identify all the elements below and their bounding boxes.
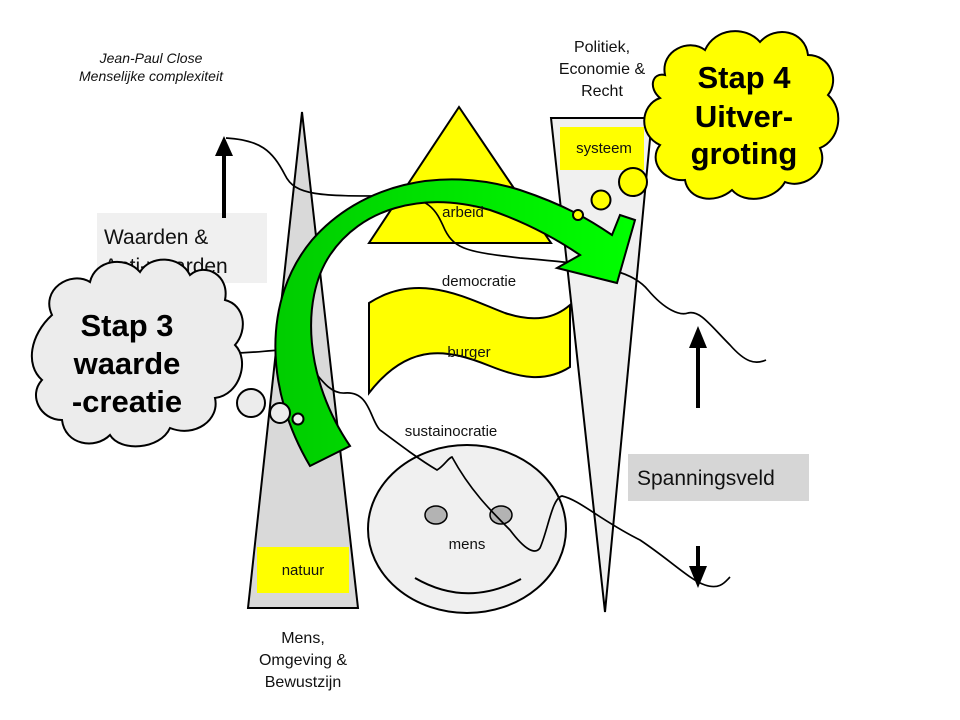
left-caption-line-3: Bewustzijn xyxy=(265,674,341,691)
right-caption-line-1: Politiek, xyxy=(574,39,630,56)
natuur-label: natuur xyxy=(282,562,325,579)
mens-label: mens xyxy=(449,536,486,553)
tension-arrow-down-icon xyxy=(689,566,707,588)
systeem-label: systeem xyxy=(576,140,632,157)
democratie-caption: democratie xyxy=(442,273,516,290)
left-caption-line-1: Mens, xyxy=(281,630,325,647)
values-arrow-up-icon xyxy=(215,136,233,156)
systeem-box xyxy=(560,127,644,170)
right-caption-line-3: Recht xyxy=(581,83,623,100)
lower-tension-curve xyxy=(232,349,731,588)
right-eye xyxy=(489,505,513,525)
tension-box xyxy=(628,454,809,501)
step4-cloud xyxy=(572,30,840,221)
upper-tension-curve xyxy=(225,137,767,364)
values-line-1: Waarden & xyxy=(104,226,208,249)
author-subtitle: Menselijke complexiteit xyxy=(79,68,224,84)
step4-thought-bubble-small xyxy=(572,209,584,221)
sustainocratie-caption: sustainocratie xyxy=(405,423,498,440)
step4-line-2: Uitver- xyxy=(695,99,793,134)
step3-thought-bubble-medium xyxy=(269,402,291,424)
step3-line-2: waarde xyxy=(73,346,181,381)
step4-line-3: groting xyxy=(691,136,798,171)
right-caption-line-2: Economie & xyxy=(559,61,646,78)
step3-thought-bubble-small xyxy=(291,412,305,426)
step4-thought-bubble-medium xyxy=(590,189,612,211)
step3-line-1: Stap 3 xyxy=(80,308,173,343)
mouth-smile xyxy=(414,577,522,595)
mens-face xyxy=(367,444,567,614)
tension-label: Spanningsveld xyxy=(637,467,775,490)
arbeid-label: arbeid xyxy=(442,204,484,221)
step3-cloud xyxy=(30,258,305,448)
step3-thought-bubble-large xyxy=(236,388,266,418)
left-caption-line-2: Omgeving & xyxy=(259,652,347,669)
growth-arrow xyxy=(274,178,637,468)
burger-flag xyxy=(368,287,571,396)
author-name: Jean-Paul Close xyxy=(99,50,203,66)
burger-label: burger xyxy=(447,344,490,361)
left-eye xyxy=(424,505,448,525)
step4-thought-bubble-large xyxy=(618,167,648,197)
tension-arrow-up-icon xyxy=(689,326,707,348)
step4-line-1: Stap 4 xyxy=(697,60,791,95)
natuur-box xyxy=(257,547,349,593)
step3-line-3: -creatie xyxy=(72,384,182,419)
